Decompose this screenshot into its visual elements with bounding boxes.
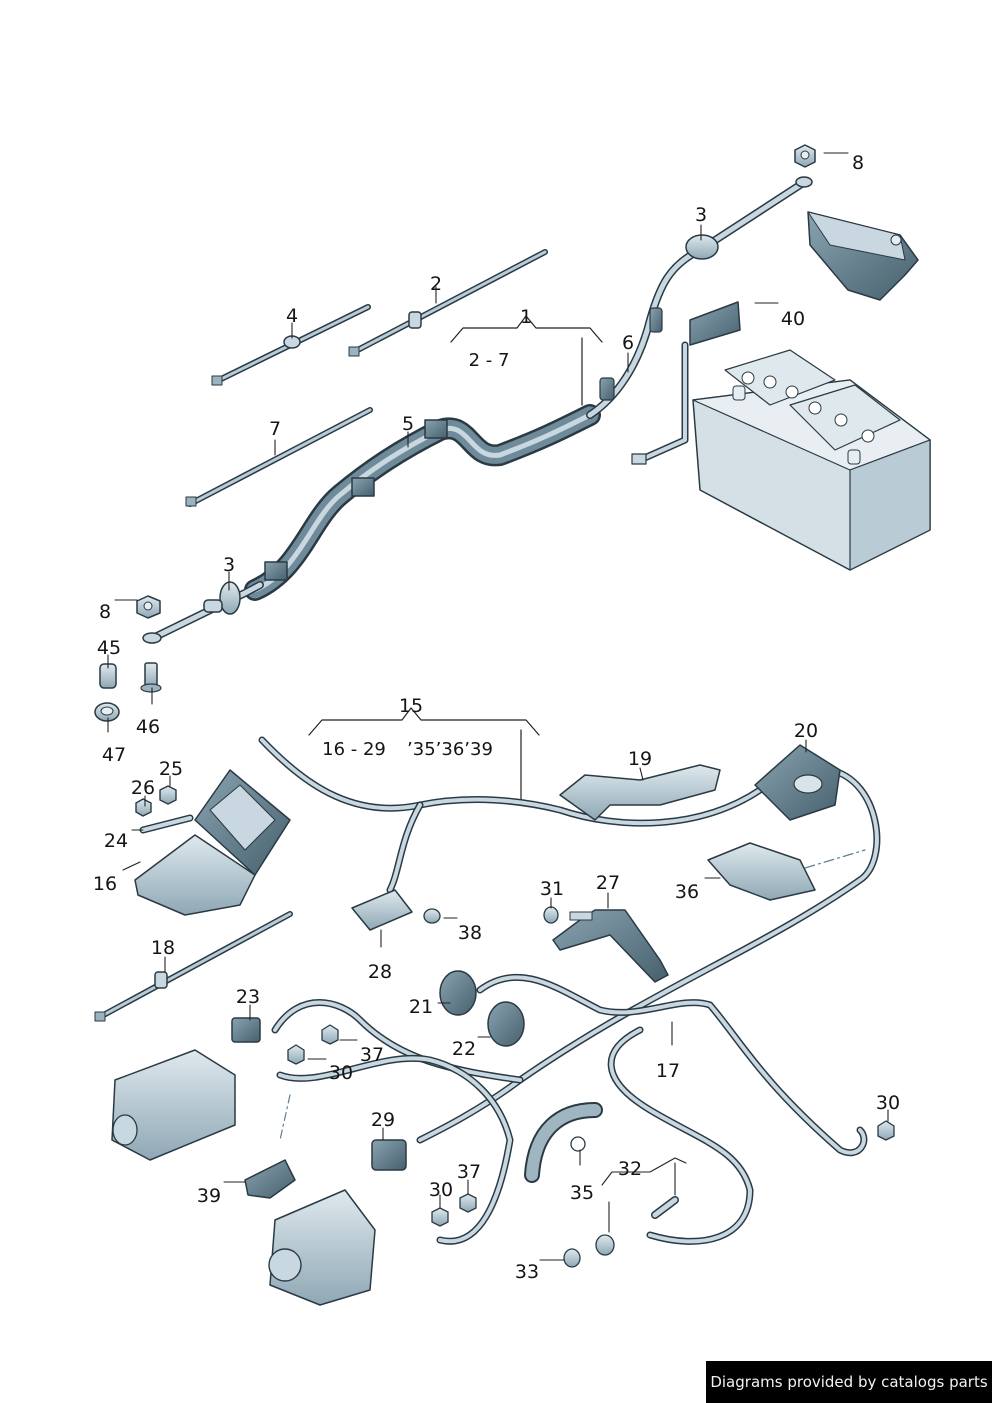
callout-30-b: 30 [428,1179,454,1201]
callout-16: 16 [92,873,118,895]
assembly-line [279,1094,291,1141]
grommet-32 [595,1234,615,1256]
bracket-19 [559,764,721,821]
connector-22 [487,1001,525,1047]
callout-37-b: 37 [456,1161,482,1183]
callout-38: 38 [457,922,483,944]
bolt-46 [140,662,162,693]
callout-32: 32 [617,1158,643,1180]
clip-33 [563,1248,581,1268]
callout-2: 2 [429,273,443,295]
callout-23: 23 [235,986,261,1008]
leader-lines [107,152,889,1261]
battery-cable-3 [142,176,813,644]
callout-47: 47 [101,744,127,766]
nut-37-b [459,1193,477,1213]
callout-37-a: 37 [359,1044,385,1066]
bolt-32 [651,1196,679,1219]
callout-27: 27 [595,872,621,894]
nut-30-c [877,1120,895,1141]
callout-30-c: 30 [875,1092,901,1114]
bracket-27 [552,909,669,983]
pipe-35 [524,1102,603,1183]
ground-strap-40 [631,301,741,465]
callout-22: 22 [451,1038,477,1060]
callout-26: 26 [130,777,156,799]
cable-tie-18 [94,911,293,1022]
alternator [268,1189,376,1306]
callout-1-range: 2 - 7 [468,350,510,371]
connector-21 [439,970,477,1016]
callout-6: 6 [621,332,635,354]
assembly-line [804,849,866,869]
callout-4: 4 [285,305,299,327]
callout-39: 39 [196,1185,222,1207]
connector-20 [754,744,841,821]
callout-19: 19 [627,748,653,770]
callout-7: 7 [268,418,282,440]
nut-31 [543,906,559,924]
callout-15-range: 16 - 29 [322,739,386,760]
callout-15: 15 [398,695,424,717]
callout-18: 18 [150,937,176,959]
callout-8-left: 8 [98,601,112,623]
callout-35: 35 [569,1182,595,1204]
wiring-harness-15 [258,736,881,1245]
nut-37-a [321,1024,339,1045]
cable-tie-4 [211,304,371,386]
busbar-24 [139,814,194,834]
nut-8-top [794,144,816,168]
callout-20: 20 [793,720,819,742]
callout-45: 45 [96,637,122,659]
callout-3-top: 3 [694,204,708,226]
callout-33: 33 [514,1261,540,1283]
cable-tie-2 [348,249,548,357]
connector-28 [351,889,413,931]
callout-8-top: 8 [851,152,865,174]
connector-39 [244,1159,296,1199]
nut-8-left [136,595,161,619]
group-32-bracket [601,1157,687,1186]
callout-21: 21 [408,996,434,1018]
connector-29 [371,1139,407,1171]
callout-30-a: 30 [328,1062,354,1084]
battery [692,349,931,571]
callout-3-left: 3 [222,554,236,576]
nut-25 [159,785,177,805]
cable-channel-5 [244,404,601,601]
connector-23 [231,1017,261,1043]
terminal-38 [423,908,441,924]
group-1-bracket [450,315,603,343]
attribution-footer: Diagrams provided by catalogs parts [706,1361,992,1403]
terminal-cover-36 [707,842,816,901]
cable-tie-7 [185,407,373,507]
callout-29: 29 [370,1109,396,1131]
nut-26 [135,798,152,817]
group-15-bracket [308,707,540,736]
callout-15-extra: ’35’36’39 [407,739,493,760]
callout-36: 36 [674,881,700,903]
nut-30-b [431,1207,449,1227]
callout-40: 40 [780,308,806,330]
starter-motor [111,1049,236,1161]
callout-1: 1 [519,306,533,328]
nut-47 [94,702,120,722]
callout-31: 31 [539,878,565,900]
callout-25: 25 [158,758,184,780]
callout-24: 24 [103,830,129,852]
battery-fuse-box [807,211,919,301]
callout-5: 5 [401,413,415,435]
callout-17: 17 [655,1060,681,1082]
callout-46: 46 [135,716,161,738]
nut-30-a [287,1044,305,1065]
fuse-box-16 [134,769,291,916]
callout-28: 28 [367,961,393,983]
